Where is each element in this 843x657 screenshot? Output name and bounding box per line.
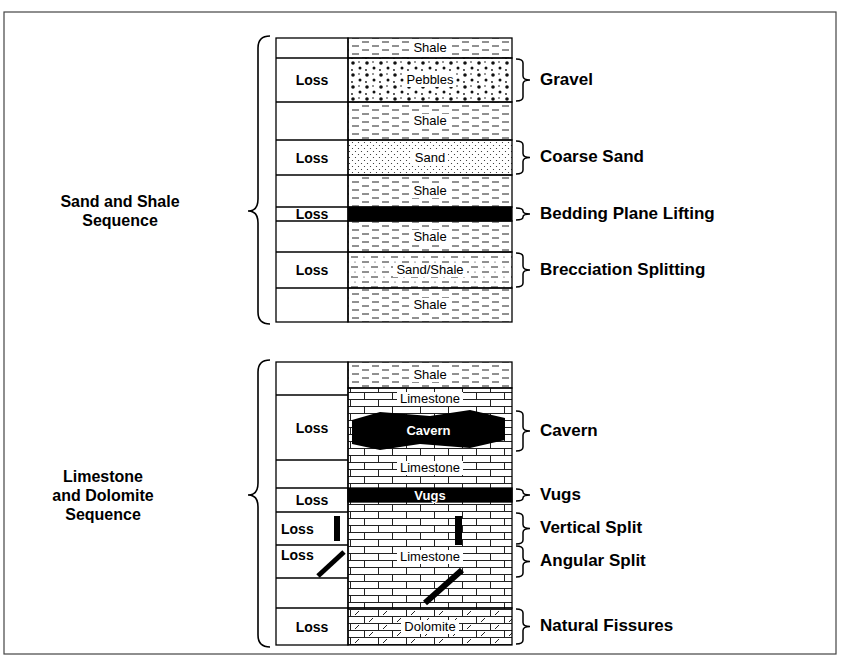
loss-zone-box: Loss: [276, 252, 348, 288]
vertical-split-mark: [455, 516, 462, 545]
sequence-brace: [248, 360, 270, 647]
zone-brace: [516, 546, 530, 577]
loss-zone-box: Loss: [276, 512, 348, 545]
sequence-label: Sand and Shale Sequence: [45, 192, 195, 230]
strata-layer: Cavern: [352, 412, 505, 448]
zone-brace: [516, 59, 530, 101]
loss-type-label: Cavern: [540, 421, 598, 441]
layer-label: Loss: [296, 493, 329, 507]
strata-layer: Limestone: [348, 548, 512, 566]
zone-brace: [516, 609, 530, 644]
strata-layer: Shale: [348, 221, 512, 252]
layer-label: Loss: [296, 421, 329, 435]
loss-type-label: Vugs: [540, 485, 581, 505]
zone-brace: [516, 141, 530, 174]
loss-type-label: Natural Fissures: [540, 616, 673, 636]
strata-layer: Dolomite: [348, 608, 512, 645]
angular-split-mark: [318, 552, 344, 576]
layer-label: Shale: [410, 368, 449, 382]
strata-layer: Shale: [348, 102, 512, 140]
zone-brace: [516, 489, 530, 501]
layer-label: Loss: [281, 522, 314, 536]
zone-brace: [516, 208, 530, 220]
strata-layer: Shale: [348, 38, 512, 58]
strata-layer: Sand: [348, 140, 512, 175]
loss-zone-box: Loss: [276, 140, 348, 175]
sequence-label: Limestone and Dolomite Sequence: [50, 467, 156, 524]
layer-label: Vugs: [414, 489, 445, 502]
layer-label: Pebbles: [404, 73, 457, 87]
loss-zone-box: Loss: [276, 488, 348, 512]
layer-label: Loss: [296, 207, 329, 221]
loss-zone-box: Loss: [276, 58, 348, 102]
layer-label: Shale: [410, 41, 449, 55]
loss-zone-box: Loss: [276, 608, 348, 645]
loss-type-label: Vertical Split: [540, 518, 642, 538]
strata-layer: Sand/Shale: [348, 252, 512, 288]
zone-brace: [516, 411, 530, 451]
angular-split-mark: [425, 570, 462, 603]
cavern-void: [352, 410, 505, 450]
loss-zone-box: Loss: [276, 395, 348, 460]
layer-label: Limestone: [397, 550, 463, 564]
layer-label: Sand/Shale: [393, 263, 466, 277]
loss-type-label: Gravel: [540, 70, 593, 90]
layer-label: Shale: [410, 184, 449, 198]
loss-type-label: Brecciation Splitting: [540, 260, 705, 280]
layer-label: Loss: [281, 548, 314, 562]
strata-layer: Vugs: [348, 488, 512, 502]
layer-label: Shale: [410, 114, 449, 128]
loss-type-label: Angular Split: [540, 551, 646, 571]
sand-shale-column: [276, 38, 512, 322]
vertical-split-mark: [334, 516, 340, 541]
outer-frame: [4, 12, 836, 654]
strata-layer: Shale: [348, 175, 512, 207]
zone-brace: [516, 253, 530, 287]
layer-label: Shale: [410, 230, 449, 244]
layer-label: Loss: [296, 620, 329, 634]
loss-zone-box: Loss: [276, 545, 348, 578]
strata-layer: Shale: [348, 288, 512, 322]
layer-label: Dolomite: [401, 620, 458, 634]
layer-label: Cavern: [406, 424, 450, 437]
sequence-brace: [248, 36, 270, 324]
loss-type-label: Coarse Sand: [540, 147, 644, 167]
layer-label: Shale: [410, 298, 449, 312]
limestone-dolomite-column: [276, 362, 512, 645]
strata-layer: Limestone: [348, 456, 512, 480]
strata-layer: Limestone: [348, 388, 512, 410]
layer-label: Limestone: [397, 461, 463, 475]
layer-label: Loss: [296, 263, 329, 277]
layer-label: Loss: [296, 73, 329, 87]
layer-label: Limestone: [397, 392, 463, 406]
strata-layer: Shale: [348, 362, 512, 388]
loss-zone-box: Loss: [276, 207, 348, 221]
loss-type-label: Bedding Plane Lifting: [540, 204, 715, 224]
zone-brace: [516, 513, 530, 544]
layer-label: Sand: [412, 151, 448, 165]
strata-layer: Pebbles: [348, 58, 512, 102]
layer-label: Loss: [296, 151, 329, 165]
